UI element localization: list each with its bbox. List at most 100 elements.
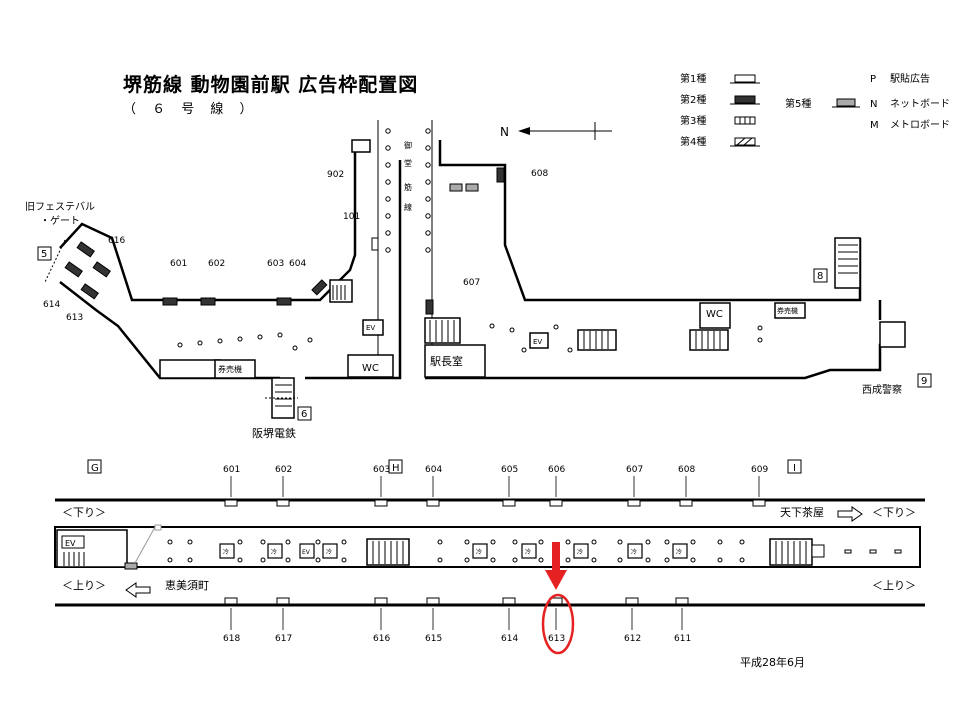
publish-date: 平成28年6月 — [740, 656, 805, 669]
svg-text:冷: 冷 — [525, 548, 531, 556]
ticket-machine-2 — [774, 302, 806, 319]
exit-boxes: 5 6 8 9 — [37, 246, 932, 421]
ad-604-mark — [311, 279, 328, 296]
north-arrow: N — [500, 122, 612, 140]
exit-5: 5 — [41, 249, 47, 260]
platform-ad-605 — [502, 499, 516, 507]
platform-ad-601 — [224, 499, 238, 507]
highlight-ellipse — [541, 593, 575, 655]
wc-1 — [347, 354, 394, 378]
legend-code-m-label: メトロボード — [890, 119, 950, 131]
svg-text:御: 御 — [404, 140, 412, 150]
legend-code-m: M — [870, 120, 879, 131]
label-office: 駅長室 — [430, 354, 463, 368]
ad-902-box — [351, 139, 371, 153]
exit-6: 6 — [301, 409, 307, 420]
legend-code-p-label: 駅貼広告 — [890, 72, 930, 85]
pillar-5 — [521, 543, 537, 559]
pillar-6 — [573, 543, 589, 559]
stairs-east-2 — [689, 329, 729, 351]
platform-ad-label-607: 607 — [626, 465, 643, 475]
platform-stairs-1 — [366, 538, 410, 566]
platform-ad-608 — [679, 499, 693, 507]
platform-ad-label-603: 603 — [373, 465, 390, 475]
svg-text:冷: 冷 — [223, 548, 229, 556]
ad-613-mark — [80, 283, 99, 300]
platform-ad-615 — [426, 597, 440, 605]
legend-type-4: 第4種 — [680, 135, 706, 148]
label-616: 616 — [108, 236, 125, 246]
platform-ev-label: EV — [65, 539, 76, 548]
ad-616-mark-b — [92, 261, 111, 278]
svg-text:堂: 堂 — [404, 158, 412, 168]
pillar-3 — [322, 543, 338, 559]
platform-ad-614 — [502, 597, 516, 605]
legend-type5-swatch — [836, 98, 856, 107]
platform-ad-label-602: 602 — [275, 465, 292, 475]
platform-ad-label-601: 601 — [223, 465, 240, 475]
concourse-plan — [59, 120, 900, 380]
svg-text:冷: 冷 — [577, 548, 583, 556]
exit-9: 9 — [921, 376, 927, 387]
label-ev-2: EV — [533, 338, 542, 346]
svg-text:筋: 筋 — [404, 182, 412, 192]
platform-ad-label-605: 605 — [501, 465, 518, 475]
ad-614-mark — [64, 261, 83, 278]
ticket-machine-1 — [214, 359, 256, 379]
ev-2 — [529, 332, 549, 349]
concourse-details — [159, 139, 906, 419]
up-label-left: ＜上り＞ — [62, 579, 106, 592]
legend-code-n-label: ネットボード — [890, 98, 950, 110]
label-exit9-name: 西成警察 — [862, 383, 902, 396]
exit-8: 8 — [817, 271, 823, 282]
legend-code-p: P — [870, 74, 876, 85]
highlight-613 — [541, 542, 575, 655]
north-label: N — [500, 125, 509, 139]
ad-602-mark — [200, 297, 216, 306]
label-604: 604 — [289, 259, 306, 269]
label-ev-1: EV — [366, 324, 375, 332]
platform-ad-label-615: 615 — [425, 634, 442, 644]
to-tengachaya: 天下茶屋 — [780, 506, 824, 519]
label-602: 602 — [208, 259, 225, 269]
label-608: 608 — [531, 169, 548, 179]
page-title: 堺筋線 動物園前駅 広告枠配置図 — [123, 74, 419, 96]
legend-type-5: 第5種 — [785, 97, 811, 110]
label-101: 101 — [343, 212, 360, 222]
label-wc-1: WC — [362, 363, 379, 374]
zone-i: I — [793, 463, 796, 474]
ticket-area — [159, 359, 221, 379]
svg-text:冷: 冷 — [631, 548, 637, 556]
netboard-2 — [465, 183, 479, 192]
label-wc-2: WC — [706, 309, 723, 320]
platform-ad-612 — [625, 597, 639, 605]
platform-plan: G H I EV — [54, 459, 925, 607]
platform-ad-603 — [374, 499, 388, 507]
concourse-ads — [64, 167, 505, 315]
legend-type2-swatch — [734, 95, 756, 104]
up-label-right: ＜上り＞ — [872, 579, 916, 592]
concourse-labels: 601 602 603 604 613 614 616 101 902 607 … — [25, 169, 902, 440]
label-ticket-2: 券売機 — [777, 306, 798, 315]
to-ebisucho: 恵美須町 — [165, 578, 209, 592]
down-label-right: ＜下り＞ — [872, 506, 916, 519]
label-614: 614 — [43, 300, 60, 310]
platform-ad-604 — [426, 499, 440, 507]
direction-arrows — [125, 506, 863, 598]
svg-text:冷: 冷 — [271, 548, 277, 556]
svg-text:冷: 冷 — [476, 548, 482, 556]
platform-ad-label-606: 606 — [548, 465, 565, 475]
platform-ad-617 — [276, 597, 290, 605]
pillar-8 — [672, 543, 688, 559]
legend-type1-swatch — [734, 74, 756, 83]
platform-ad-607 — [627, 499, 641, 507]
platform-ad-602 — [276, 499, 290, 507]
svg-text:線: 線 — [404, 202, 412, 212]
platform-netboard — [124, 562, 138, 570]
netboard-1 — [449, 183, 463, 192]
down-label-left: ＜下り＞ — [62, 506, 106, 519]
label-613: 613 — [66, 313, 83, 323]
